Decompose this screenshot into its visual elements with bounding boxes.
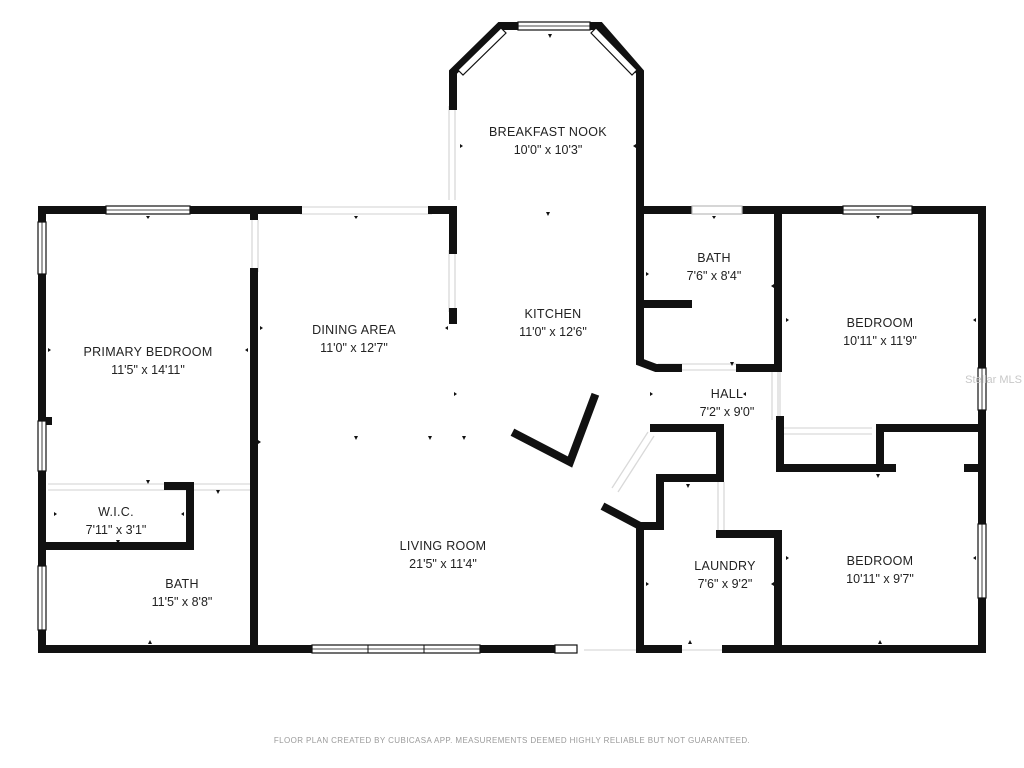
room-dimensions: 7'6" x 9'2" [698, 577, 753, 591]
openings [48, 106, 872, 651]
room-name: W.I.C. [98, 505, 134, 519]
room-label-bedroom-1: BEDROOM 10'11" x 11'9" [843, 316, 917, 348]
windows [37, 21, 987, 654]
room-dimensions: 11'0" x 12'6" [519, 325, 587, 339]
room-dimensions: 7'2" x 9'0" [700, 405, 755, 419]
room-dimensions: 10'11" x 9'7" [846, 572, 914, 586]
room-label-wic: W.I.C. 7'11" x 3'1" [86, 505, 147, 537]
room-name: BEDROOM [847, 554, 914, 568]
room-label-living-room: LIVING ROOM 21'5" x 11'4" [400, 539, 487, 571]
room-name: BATH [165, 577, 199, 591]
room-name: LIVING ROOM [400, 539, 487, 553]
room-dimensions: 10'11" x 11'9" [843, 334, 917, 348]
room-dimensions: 11'5" x 8'8" [152, 595, 213, 609]
room-name: BATH [697, 251, 731, 265]
room-name: DINING AREA [312, 323, 396, 337]
room-label-breakfast-nook: BREAKFAST NOOK 10'0" x 10'3" [489, 125, 607, 157]
room-name: KITCHEN [525, 307, 582, 321]
room-name: PRIMARY BEDROOM [83, 345, 212, 359]
room-name: HALL [711, 387, 743, 401]
room-name: BEDROOM [847, 316, 914, 330]
room-label-primary-bath: BATH 11'5" x 8'8" [152, 577, 213, 609]
room-dimensions: 7'6" x 8'4" [687, 269, 742, 283]
room-label-bath: BATH 7'6" x 8'4" [687, 251, 742, 283]
room-name: LAUNDRY [694, 559, 756, 573]
room-label-hall: HALL 7'2" x 9'0" [700, 387, 755, 419]
room-dimensions: 7'11" x 3'1" [86, 523, 147, 537]
room-label-kitchen: KITCHEN 11'0" x 12'6" [519, 307, 587, 339]
room-label-primary-bedroom: PRIMARY BEDROOM 11'5" x 14'11" [83, 345, 212, 377]
room-dimensions: 11'0" x 12'7" [320, 341, 388, 355]
room-dimensions: 11'5" x 14'11" [111, 363, 185, 377]
room-label-laundry: LAUNDRY 7'6" x 9'2" [694, 559, 756, 591]
dimension-ticks [48, 34, 976, 644]
room-label-dining-area: DINING AREA 11'0" x 12'7" [312, 323, 396, 355]
room-dimensions: 21'5" x 11'4" [409, 557, 477, 571]
watermark-logo: Stellar MLS [965, 374, 1022, 386]
floor-plan-disclaimer: FLOOR PLAN CREATED BY CUBICASA APP. MEAS… [273, 736, 751, 745]
walls [38, 22, 986, 653]
room-label-bedroom-2: BEDROOM 10'11" x 9'7" [846, 554, 914, 586]
room-name: BREAKFAST NOOK [489, 125, 607, 139]
room-dimensions: 10'0" x 10'3" [514, 143, 583, 157]
